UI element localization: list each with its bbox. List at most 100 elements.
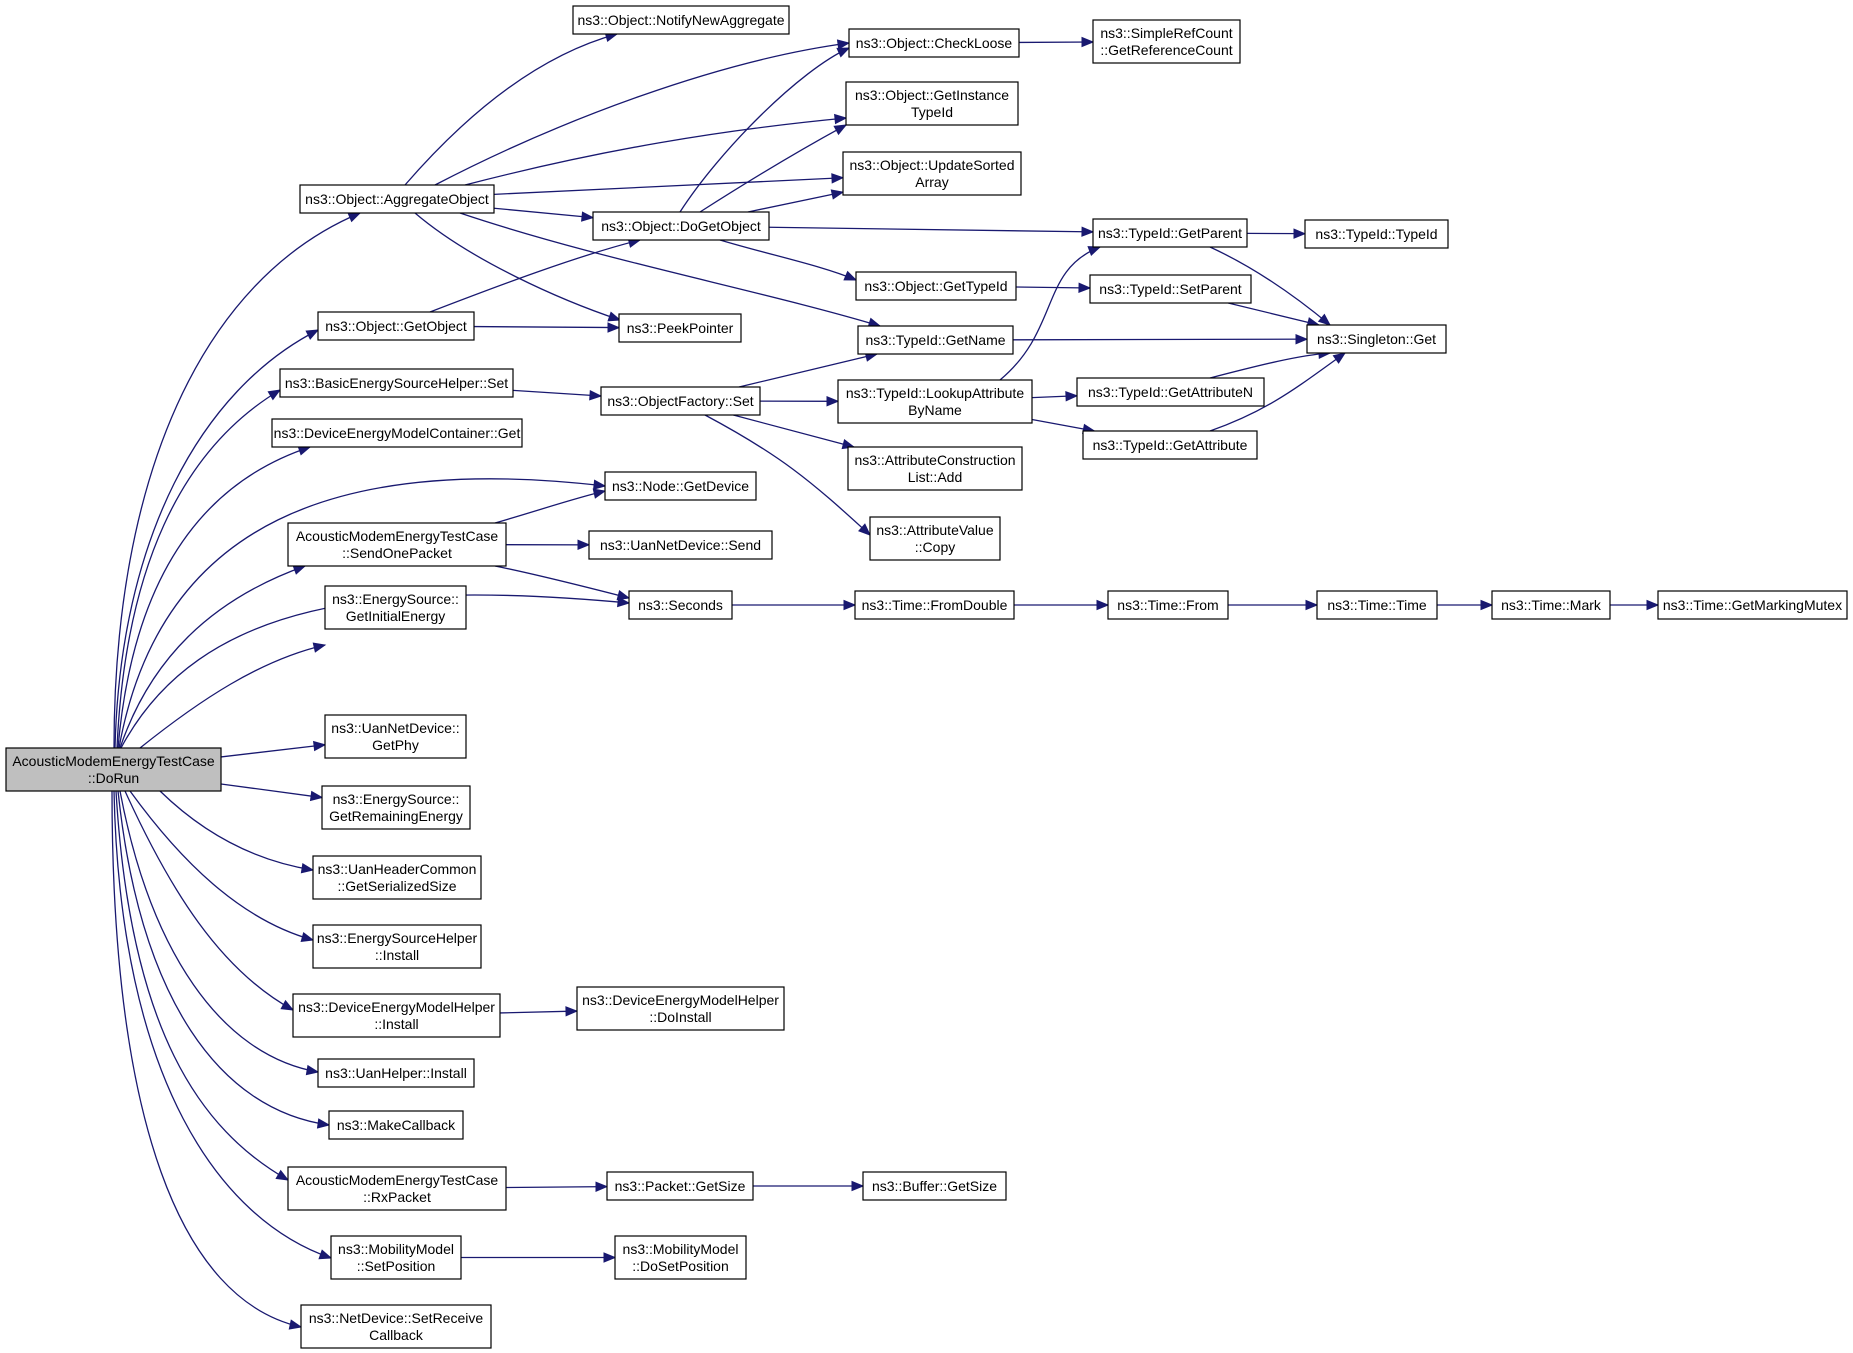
edge-sendonepacket-to-seconds (494, 565, 631, 601)
arrowhead (318, 1249, 333, 1260)
node-time_mark[interactable]: ns3::Time::Mark (1491, 590, 1611, 620)
node-mm_dosetpos[interactable]: ns3::MobilityModel::DoSetPosition (614, 1235, 747, 1280)
node-node_getdevice[interactable]: ns3::Node::GetDevice (604, 471, 757, 501)
edge-aggregate-to-dogetobject (493, 207, 595, 222)
edge-tid_getparent-to-tid_typeid (1246, 228, 1307, 239)
node-sendonepacket[interactable]: AcousticModemEnergyTestCase::SendOnePack… (287, 522, 507, 567)
node-label: AcousticModemEnergyTestCase (296, 528, 499, 544)
node-box (271, 418, 523, 448)
node-peekpointer[interactable]: ns3::PeekPointer (618, 313, 742, 343)
node-dogetobject[interactable]: ns3::Object::DoGetObject (592, 211, 770, 241)
node-besh_set[interactable]: ns3::BasicEnergySourceHelper::Set (279, 368, 514, 398)
node-demh_doinstall[interactable]: ns3::DeviceEnergyModelHelper::DoInstall (576, 986, 785, 1031)
node-label: ::Copy (915, 539, 955, 555)
node-label: ns3::TypeId::TypeId (1315, 226, 1437, 242)
node-demh_install[interactable]: ns3::DeviceEnergyModelHelper::Install (292, 993, 501, 1038)
node-box (592, 211, 770, 241)
node-tid_getparent[interactable]: ns3::TypeId::GetParent (1092, 218, 1248, 248)
arrowhead (267, 389, 282, 401)
arrowhead (347, 212, 362, 223)
node-tid_getattrn[interactable]: ns3::TypeId::GetAttributeN (1076, 377, 1265, 407)
edge-root-to-node_getdevice (118, 478, 607, 749)
node-label: GetRemainingEnergy (329, 808, 463, 824)
node-esh_install[interactable]: ns3::EnergySourceHelper::Install (312, 924, 482, 969)
node-fromdouble[interactable]: ns3::Time::FromDouble (854, 590, 1015, 620)
node-es_initial[interactable]: ns3::EnergySource::GetInitialEnergy (324, 585, 467, 630)
node-rxpacket[interactable]: AcousticModemEnergyTestCase::RxPacket (287, 1166, 507, 1211)
node-es_remaining[interactable]: ns3::EnergySource::GetRemainingEnergy (321, 785, 471, 830)
node-aggregate[interactable]: ns3::Object::AggregateObject (299, 184, 495, 214)
node-box (845, 81, 1019, 126)
arrowhead (843, 599, 857, 611)
node-makecallback[interactable]: ns3::MakeCallback (328, 1110, 464, 1140)
node-of_set[interactable]: ns3::ObjectFactory::Set (600, 386, 761, 416)
node-box (1657, 590, 1848, 620)
arrowhead (312, 642, 327, 653)
node-label: ns3::Time::FromDouble (862, 597, 1008, 613)
arrowhead (300, 931, 315, 942)
edge-fromdouble-to-time_from (1014, 599, 1110, 611)
arrowhead (617, 596, 631, 608)
edge-aggregate-to-checkloose (434, 39, 851, 186)
node-av_copy[interactable]: ns3::AttributeValue::Copy (869, 516, 1001, 561)
arrowhead (1646, 599, 1660, 611)
node-box (1092, 19, 1241, 64)
node-tid_setparent[interactable]: ns3::TypeId::SetParent (1089, 274, 1252, 304)
node-mm_setpos[interactable]: ns3::MobilityModel::SetPosition (330, 1235, 462, 1280)
node-getphy[interactable]: ns3::UanNetDevice::GetPhy (324, 714, 467, 759)
node-buffer_getsize[interactable]: ns3::Buffer::GetSize (862, 1171, 1007, 1201)
edge-root-to-nd_setrecv (111, 790, 303, 1330)
node-box (1316, 590, 1438, 620)
node-packet_getsize[interactable]: ns3::Packet::GetSize (606, 1171, 754, 1201)
node-label: ::Install (374, 1016, 418, 1032)
node-time_mutex[interactable]: ns3::Time::GetMarkingMutex (1657, 590, 1848, 620)
edge-root-to-mm_setpos (113, 790, 333, 1260)
edge-time_time-to-time_mark (1437, 599, 1494, 611)
node-notify[interactable]: ns3::Object::NotifyNewAggregate (572, 5, 790, 35)
node-box (1304, 219, 1449, 249)
node-label: ns3::Object::GetTypeId (864, 278, 1007, 294)
node-gettypeid[interactable]: ns3::Object::GetTypeId (855, 271, 1017, 301)
node-demc_get[interactable]: ns3::DeviceEnergyModelContainer::Get (271, 418, 523, 448)
node-box (330, 1235, 462, 1280)
node-tid_getname[interactable]: ns3::TypeId::GetName (857, 325, 1014, 355)
node-und_send[interactable]: ns3::UanNetDevice::Send (588, 530, 773, 560)
node-tid_typeid[interactable]: ns3::TypeId::TypeId (1304, 219, 1449, 249)
node-checkloose[interactable]: ns3::Object::CheckLoose (848, 28, 1020, 58)
node-tid_getattr[interactable]: ns3::TypeId::GetAttribute (1082, 430, 1258, 460)
node-time_time[interactable]: ns3::Time::Time (1316, 590, 1438, 620)
node-label: AcousticModemEnergyTestCase (12, 753, 215, 769)
node-seconds[interactable]: ns3::Seconds (628, 590, 733, 620)
node-root[interactable]: AcousticModemEnergyTestCase::DoRun (5, 747, 222, 792)
node-src_getref[interactable]: ns3::SimpleRefCount::GetReferenceCount (1092, 19, 1241, 64)
node-time_from[interactable]: ns3::Time::From (1107, 590, 1229, 620)
node-label: GetInitialEnergy (346, 608, 446, 624)
arrowhead (826, 396, 840, 407)
arrowhead (275, 1169, 290, 1181)
node-box (857, 325, 1014, 355)
arrowhead (581, 211, 595, 222)
arrowhead (858, 523, 871, 536)
edge-root-to-esh_install (129, 790, 315, 942)
arrowhead (1078, 282, 1092, 294)
node-box (588, 530, 773, 560)
edge-tid_setparent-to-singleton_get (1228, 302, 1321, 328)
edge-aggregate-to-updatesorted (493, 173, 845, 196)
edges-layer (111, 32, 1660, 1330)
edge-root-to-demh_install (124, 790, 295, 1011)
node-uanhelper_install[interactable]: ns3::UanHelper::Install (317, 1058, 475, 1088)
node-singleton_get[interactable]: ns3::Singleton::Get (1306, 324, 1447, 354)
node-box (847, 446, 1023, 491)
node-uhc_size[interactable]: ns3::UanHeaderCommon::GetSerializedSize (312, 855, 482, 900)
edge-root-to-rxpacket (115, 790, 290, 1181)
arrowhead (603, 1252, 617, 1263)
arrowhead (593, 479, 607, 490)
node-box (312, 855, 482, 900)
node-getobject[interactable]: ns3::Object::GetObject (317, 311, 475, 341)
node-box (1306, 324, 1447, 354)
